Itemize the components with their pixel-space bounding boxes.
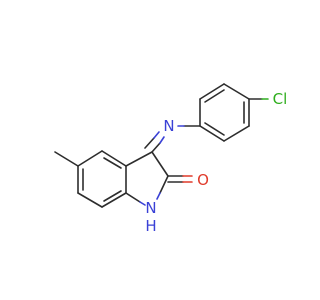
carbonyl-oxygen-label: O — [197, 171, 209, 189]
c3-n-double-bond-b-nitrogen — [153, 131, 160, 139]
amide-hydrogen-label: H — [145, 217, 156, 235]
methyl-bond — [54, 151, 79, 167]
indole-benzene-ring — [77, 150, 127, 208]
c2-n1-bond-nitrogen — [156, 192, 161, 200]
c2-n1-bond-carbon — [159, 175, 169, 194]
imine-nitrogen-label: N — [163, 117, 174, 135]
molecule-structure: N Cl O N H — [54, 83, 288, 235]
c3a-c3-bond — [125, 151, 153, 167]
chlorine-label: Cl — [273, 90, 288, 108]
c7a-n1-bond-carbon — [125, 192, 141, 203]
c7a-n1-bond-nitrogen — [139, 201, 146, 206]
c3-c2-bond — [151, 151, 169, 177]
c3-n-double-bond-b-carbon — [144, 137, 155, 149]
chlorophenyl-ring — [199, 83, 250, 142]
amide-nitrogen-label: N — [145, 199, 156, 217]
c3-n-double-bond-a-carbon — [151, 142, 161, 153]
c3-n-double-bond-a-nitrogen — [159, 136, 165, 144]
